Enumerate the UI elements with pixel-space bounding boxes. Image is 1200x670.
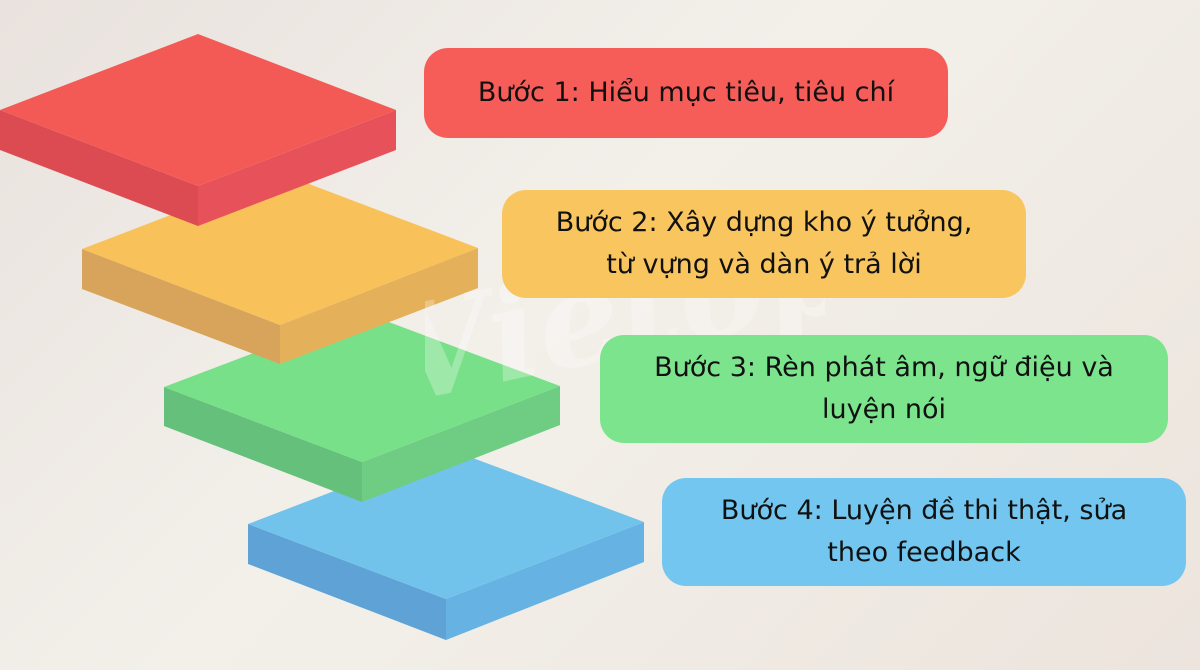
step-2-line-2: từ vựng và dàn ý trả lời — [606, 249, 922, 280]
platform-1-right — [198, 110, 396, 226]
step-3-text: Bước 3: Rèn phát âm, ngữ điệu và luyện n… — [654, 347, 1114, 431]
step-4-text: Bước 4: Luyện đề thi thật, sửa theo feed… — [721, 490, 1127, 574]
step-2-line-1: Bước 2: Xây dựng kho ý tưởng, — [555, 207, 973, 239]
platform-2-right — [280, 248, 478, 364]
platform-3-front — [164, 387, 362, 502]
step-1-line-1: Bước 1: Hiểu mục tiêu, tiêu chí — [477, 77, 895, 109]
platform-1-top — [0, 34, 396, 186]
step-3-line-1: Bước 3: Rèn phát âm, ngữ điệu và — [654, 352, 1114, 384]
platform-4-right — [446, 522, 644, 640]
platform-3-right — [362, 386, 560, 502]
platform-4-top — [248, 448, 644, 599]
step-3-box: Bước 3: Rèn phát âm, ngữ điệu và luyện n… — [600, 335, 1168, 443]
platform-4-front — [248, 524, 446, 640]
step-2-text: Bước 2: Xây dựng kho ý tưởng, từ vựng và… — [556, 202, 973, 286]
step-1-box: Bước 1: Hiểu mục tiêu, tiêu chí — [424, 48, 948, 138]
step-1-text: Bước 1: Hiểu mục tiêu, tiêu chí — [478, 72, 894, 114]
platform-2-front — [82, 249, 280, 364]
step-3-line-2: luyện nói — [821, 394, 947, 425]
platform-1 — [0, 34, 396, 226]
platform-1-front — [0, 110, 198, 226]
step-4-line-2: theo feedback — [827, 537, 1021, 568]
step-2-box: Bước 2: Xây dựng kho ý tưởng, từ vựng và… — [502, 190, 1026, 298]
step-4-line-1: Bước 4: Luyện đề thi thật, sửa — [720, 495, 1128, 527]
step-4-box: Bước 4: Luyện đề thi thật, sửa theo feed… — [662, 478, 1186, 586]
platform-4 — [248, 448, 644, 640]
